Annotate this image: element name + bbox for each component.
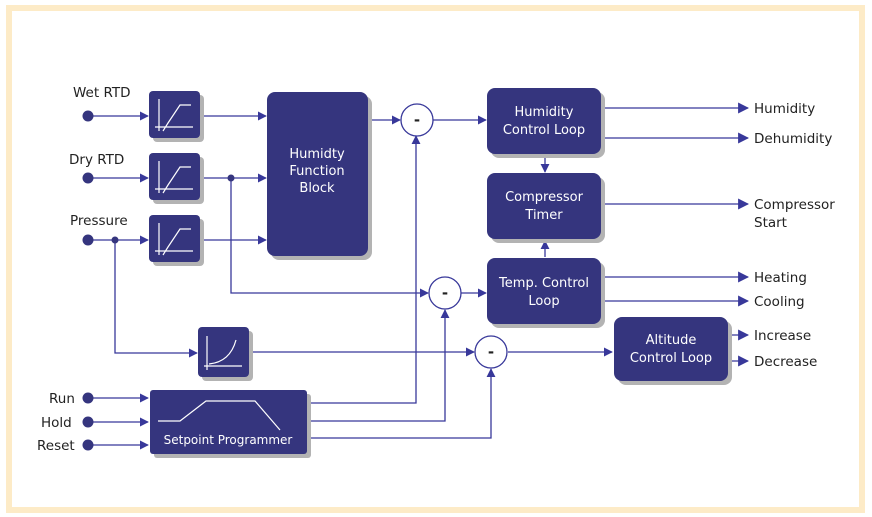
function-block-label-3: Block [299, 181, 335, 196]
altitude-loop-label-2: Control Loop [630, 351, 712, 366]
connector-lines [88, 102, 750, 450]
compressor-start-label-1: Compressor [754, 197, 835, 213]
diagram-frame [6, 5, 865, 513]
humidity-function-block: Humidty Function Block [267, 92, 372, 260]
compressor-timer-label-2: Timer [524, 208, 563, 223]
input-terminals [82, 110, 94, 451]
hold-label: Hold [41, 415, 72, 431]
altitude-summing-junction: - [474, 335, 508, 369]
altitude-control-loop-block: Altitude Control Loop [614, 317, 732, 385]
humidity-summing-junction: - [400, 103, 434, 137]
dry-rtd-label: Dry RTD [69, 152, 124, 168]
wet-rtd-linearizer [149, 91, 204, 142]
pressure-sqrt-block [198, 327, 253, 381]
linearizer-curve-icon [155, 161, 193, 194]
hold-terminal [82, 416, 94, 428]
humidity-loop-label-1: Humidity [515, 105, 574, 120]
compressor-timer-label-1: Compressor [505, 190, 584, 205]
setpoint-programmer-block: Setpoint Programmer [150, 390, 311, 458]
dry-rtd-linearizer [149, 153, 204, 204]
temp-loop-label-2: Loop [528, 294, 559, 309]
compressor-timer-block: Compressor Timer [487, 173, 605, 243]
heating-output-label: Heating [754, 270, 807, 286]
altitude-loop-label-1: Altitude [646, 333, 697, 348]
increase-output-label: Increase [754, 328, 811, 344]
temp-loop-label-1: Temp. Control [498, 276, 589, 291]
svg-text:-: - [488, 343, 494, 361]
linearizer-curve-icon [155, 223, 193, 256]
function-block-label-2: Function [289, 164, 344, 179]
pressure-label: Pressure [70, 213, 128, 229]
humidity-control-loop-block: Humidity Control Loop [487, 88, 605, 158]
wet-rtd-terminal [82, 110, 94, 122]
pressure-linearizer [149, 215, 204, 266]
reset-label: Reset [37, 438, 75, 454]
setpoint-programmer-label: Setpoint Programmer [164, 433, 293, 447]
sqrt-curve-icon [204, 336, 242, 370]
compressor-start-label-2: Start [754, 215, 787, 231]
wet-rtd-label: Wet RTD [73, 85, 131, 101]
reset-terminal [82, 439, 94, 451]
ramp-dwell-profile-icon [158, 400, 281, 431]
branch-junction-dot [111, 236, 119, 244]
pressure-terminal [82, 234, 94, 246]
svg-text:-: - [442, 284, 448, 302]
dehumidity-output-label: Dehumidity [754, 131, 832, 147]
temp-control-loop-block: Temp. Control Loop [487, 258, 605, 328]
decrease-output-label: Decrease [754, 354, 817, 370]
run-terminal [82, 392, 94, 404]
temp-summing-junction: - [428, 276, 462, 310]
function-block-label-1: Humidty [289, 147, 345, 162]
dry-rtd-terminal [82, 172, 94, 184]
branch-junction-dot [227, 174, 235, 182]
linearizer-curve-icon [155, 99, 193, 132]
svg-text:-: - [414, 111, 420, 129]
cooling-output-label: Cooling [754, 294, 805, 310]
humidity-loop-label-2: Control Loop [503, 123, 585, 138]
humidity-output-label: Humidity [754, 101, 815, 117]
run-label: Run [49, 391, 75, 407]
